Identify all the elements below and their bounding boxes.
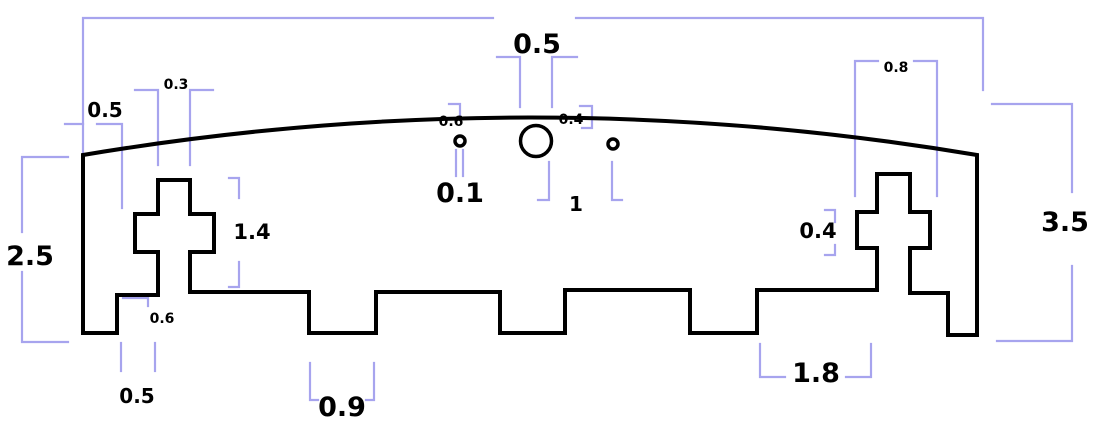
notch-width-label: 0.3: [164, 77, 189, 93]
right-height-bottom: [995, 264, 1074, 343]
right-height-label: 3.5: [1041, 207, 1089, 238]
slot-height-label: 1.4: [233, 220, 270, 244]
top-hole-diameter-label: 0.5: [513, 29, 561, 60]
left-top-leader: [95, 122, 124, 210]
slot-height-bottom: [227, 260, 241, 289]
notch-right-leader: [188, 88, 215, 167]
right-small-spacing-label: 0.4: [559, 112, 584, 128]
right-bottom-right: [844, 342, 873, 379]
bottom-slot-width-label: 0.9: [318, 392, 366, 423]
notch-left-leader: [133, 88, 160, 167]
center-offset-left: [536, 160, 551, 202]
foot-gap-label: 0.6: [150, 311, 175, 327]
slot-width-right: [364, 361, 376, 402]
right-top-right-leader: [912, 59, 939, 198]
center-offset-right: [610, 160, 624, 202]
right-bottom-left: [758, 342, 787, 379]
right-top-left-leader: [853, 59, 880, 198]
right-bottom-width-label: 1.8: [792, 358, 840, 389]
right-small-hole: [606, 137, 620, 151]
left-height-top: [20, 155, 70, 234]
profile-outline: [81, 115, 979, 337]
right-top-width-label: 0.8: [884, 60, 909, 76]
center-hole-offset-label: 1: [569, 192, 583, 216]
small-hole-size-label: 0.1: [436, 178, 484, 209]
left-height-label: 2.5: [6, 241, 54, 272]
left-small-hole: [453, 134, 467, 148]
foot-gap-leader: [121, 296, 150, 308]
hole-width-right-bracket: [550, 55, 579, 109]
small-spacing-top: [447, 102, 462, 119]
left-small-spacing-label: 0.6: [439, 114, 464, 130]
slot-width-left: [308, 361, 320, 402]
right-height-top: [990, 102, 1074, 194]
dimension-lines: [20, 16, 1074, 402]
overall-width-line-left: [81, 16, 495, 212]
dimension-labels: 0.5 0.3 0.5 0.6 0.4 0.8 0.1 1 2.5 1.4 0.…: [6, 29, 1089, 423]
right-notch-bottom: [823, 243, 837, 257]
hole-width-left-bracket: [495, 55, 522, 109]
overall-width-line-right: [574, 16, 985, 92]
foot-width-label: 0.5: [119, 384, 154, 408]
slot-height-top: [227, 176, 241, 200]
right-notch-label: 0.4: [799, 219, 836, 243]
left-tab-offset-label: 0.5: [87, 98, 122, 122]
center-hole: [518, 123, 554, 159]
right-notch-top: [823, 208, 837, 224]
left-height-bottom: [20, 270, 70, 344]
